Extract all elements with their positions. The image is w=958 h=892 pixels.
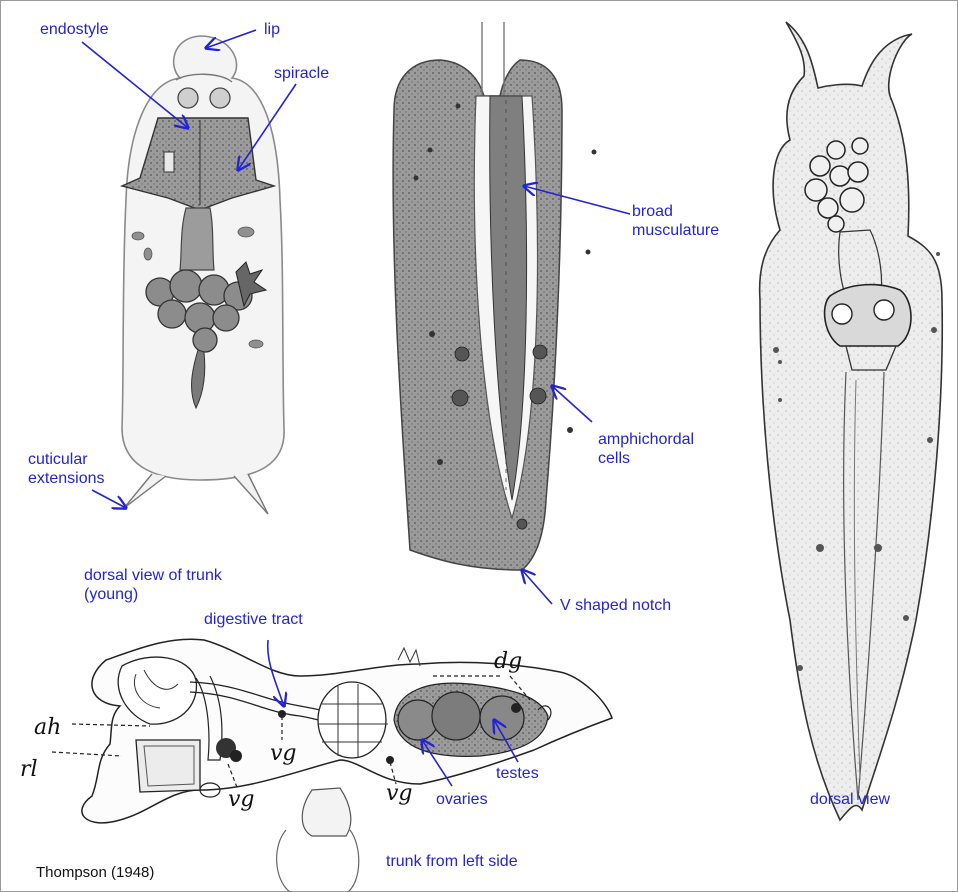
label-dorsal-young: dorsal view of trunk (young) [84, 566, 222, 604]
credit-citation: Thompson (1948) [36, 864, 154, 881]
label-amphichordal-cells: amphichordal cells [598, 430, 694, 468]
arrow-amphichordal [552, 386, 592, 422]
label-vg-mid: vg [270, 741, 297, 766]
label-rl: rl [20, 757, 38, 782]
label-ah: ah [34, 715, 61, 740]
arrow-vnotch [522, 570, 552, 604]
trunk-musculature-drawing [393, 22, 596, 570]
label-vg-left: vg [228, 787, 255, 812]
label-endostyle: endostyle [40, 20, 109, 39]
label-ovaries: ovaries [436, 790, 488, 809]
label-trunk-left-side: trunk from left side [386, 852, 518, 871]
label-broad-musculature: broad musculature [632, 202, 719, 240]
young-trunk-drawing [122, 36, 284, 514]
label-digestive-tract: digestive tract [204, 610, 303, 629]
label-cuticular-extensions: cuticular extensions [28, 450, 105, 488]
label-testes: testes [496, 764, 539, 783]
dorsal-view-drawing [760, 22, 943, 820]
label-v-notch: V shaped notch [560, 596, 671, 615]
label-dg: dg [494, 649, 522, 674]
label-dorsal-view: dorsal view [810, 790, 890, 809]
lateral-gut-cells [318, 682, 386, 758]
label-lip: lip [264, 20, 280, 39]
arrow-cuticular [92, 490, 126, 508]
label-spiracle: spiracle [274, 64, 329, 83]
label-vg-right: vg [386, 781, 413, 806]
